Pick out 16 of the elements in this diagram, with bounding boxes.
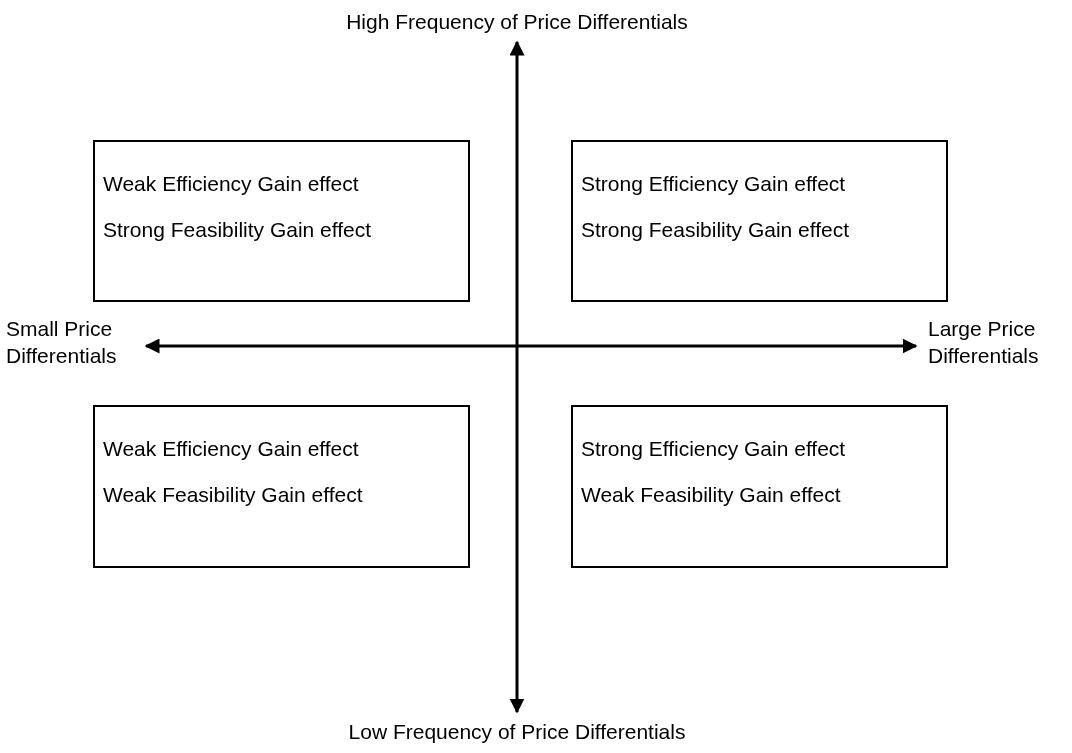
axis-label: Low Frequency of Price Differentials [347, 719, 687, 745]
effect-text: Weak Feasibility Gain effect [581, 483, 842, 507]
effect-text: Weak Feasibility Gain effect [103, 483, 364, 507]
axis-label: Large Price Differentials [928, 316, 1040, 369]
effect-text: Strong Feasibility Gain effect [581, 218, 851, 242]
effect-text: Strong Feasibility Gain effect [103, 218, 373, 242]
quadrant-box [93, 140, 470, 302]
effect-text: Weak Efficiency Gain effect [103, 437, 360, 461]
effect-text: Strong Efficiency Gain effect [581, 437, 847, 461]
effect-text: Strong Efficiency Gain effect [581, 172, 847, 196]
quadrant-box [571, 140, 948, 302]
axis-label: High Frequency of Price Differentials [345, 9, 689, 35]
axis-label: Small Price Differentials [6, 316, 118, 369]
quadrant-box [571, 405, 948, 568]
effect-text: Weak Efficiency Gain effect [103, 172, 360, 196]
quadrant-box [93, 405, 470, 568]
